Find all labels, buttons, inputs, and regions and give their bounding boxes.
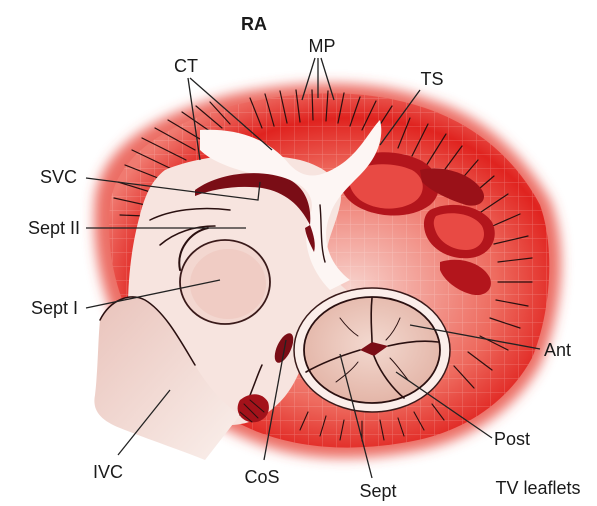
label-ra: RA [241,14,267,34]
label-ant: Ant [544,340,571,360]
label-sept-ii: Sept II [28,218,80,238]
label-tv-leaflets: TV leaflets [495,478,580,498]
label-ivc: IVC [93,462,123,482]
label-ct: CT [174,56,198,76]
label-sept-i: Sept I [31,298,78,318]
label-post: Post [494,429,530,449]
label-mp: MP [309,36,336,56]
label-sept: Sept [359,481,396,501]
label-cos: CoS [244,467,279,487]
label-svc: SVC [40,167,77,187]
label-ts: TS [420,69,443,89]
